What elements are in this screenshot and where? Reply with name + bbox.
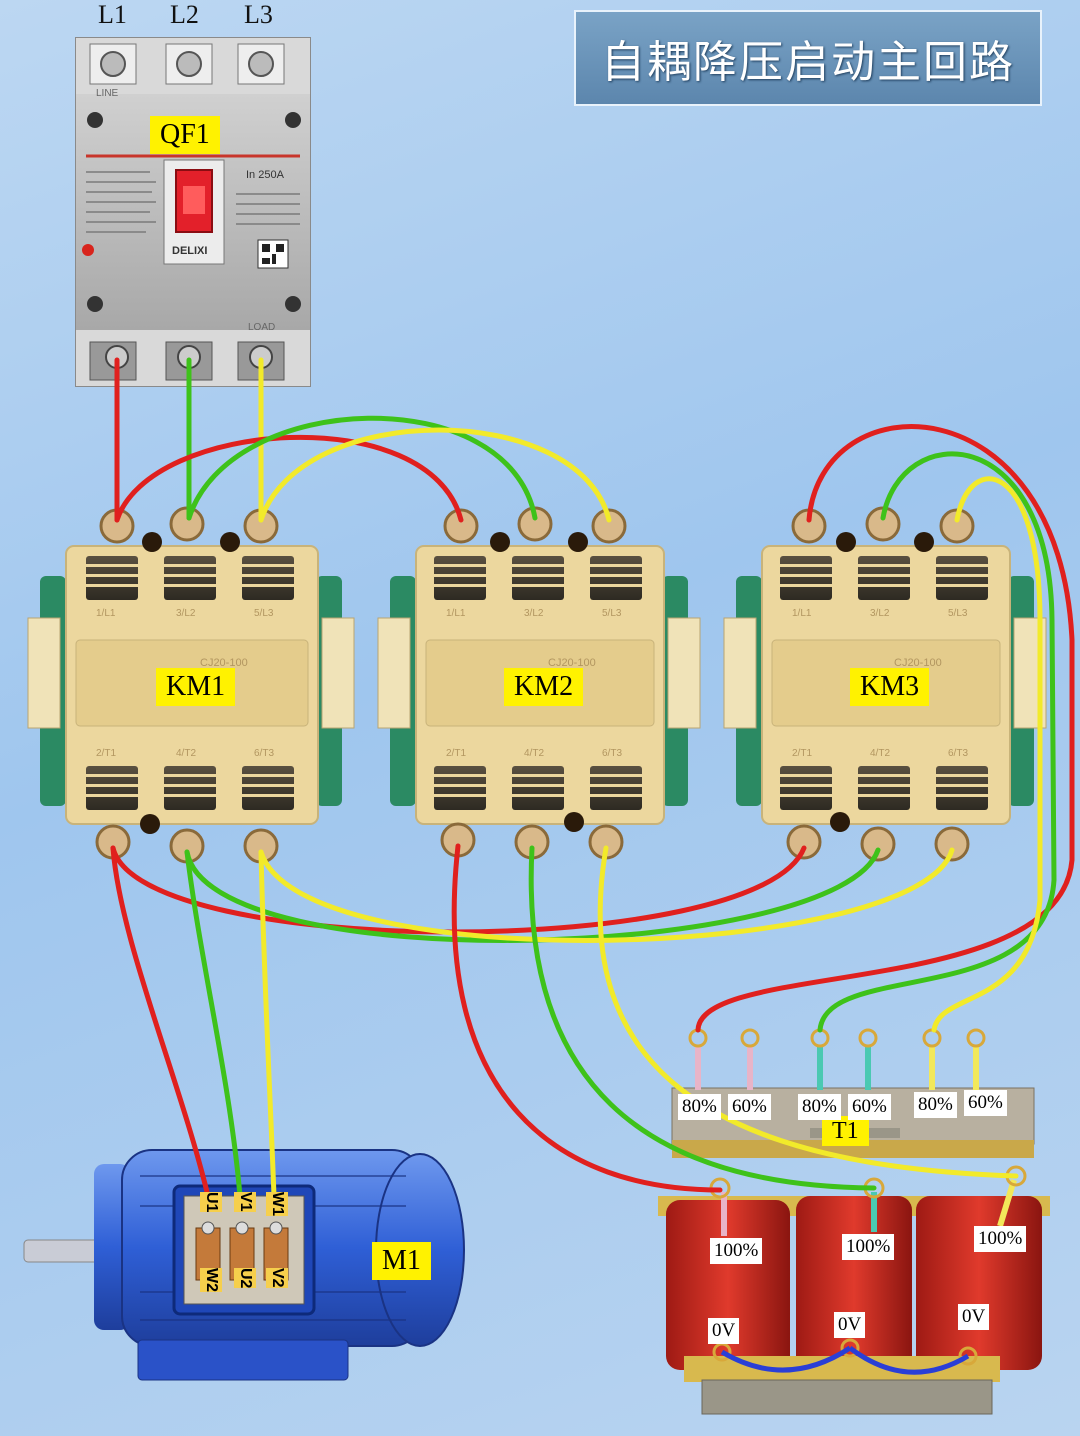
svg-text:2/T1: 2/T1 [446, 748, 466, 759]
motor-label: M1 [372, 1242, 431, 1280]
svg-text:3/L2: 3/L2 [870, 608, 890, 619]
contactor-label-km2: KM2 [504, 668, 584, 706]
contactor-km1: CJ20-100 [27, 506, 355, 864]
tap-label-5: 80% [914, 1092, 957, 1118]
km2-model: CJ20-100 [548, 657, 596, 669]
wires [110, 357, 1075, 1199]
line-label-l3: L3 [244, 0, 273, 29]
km1-model: CJ20-100 [200, 657, 248, 669]
svg-text:6/T3: 6/T3 [948, 748, 968, 759]
line-label-l2: L2 [170, 0, 199, 29]
wire-l2-km1-motor [184, 849, 243, 1199]
svg-text:3/L2: 3/L2 [524, 608, 544, 619]
wire-l3-km3-tap [931, 476, 1043, 1033]
wire-l3-km2-100 [597, 845, 1019, 1179]
contactor-label-km1: KM1 [156, 668, 236, 706]
breaker-line-text: LINE [96, 88, 119, 99]
motor-terminal-w1: W1 [266, 1192, 288, 1216]
wire-l1-km1-km2 [114, 434, 464, 523]
svg-text:6/T3: 6/T3 [254, 748, 274, 759]
page-title: 自耦降压启动主回路 [574, 10, 1042, 106]
line-label-l1: L1 [98, 0, 127, 29]
motor-terminal-u1: U1 [200, 1192, 222, 1213]
tap-label-2: 60% [728, 1094, 771, 1120]
svg-text:4/T2: 4/T2 [176, 748, 196, 759]
breaker-label: QF1 [150, 116, 220, 154]
tap-label-3: 80% [798, 1094, 841, 1120]
svg-text:2/T1: 2/T1 [96, 748, 116, 759]
svg-text:2/T1: 2/T1 [792, 748, 812, 759]
full-tap-label-3: 100% [974, 1226, 1027, 1252]
transformer-label: T1 [822, 1116, 869, 1146]
full-tap-label-2: 100% [842, 1234, 895, 1260]
svg-text:5/L3: 5/L3 [254, 608, 274, 619]
svg-text:4/T2: 4/T2 [870, 748, 890, 759]
wire-l3-km1-km3 [258, 847, 955, 943]
motor-terminal-v1: V1 [234, 1192, 256, 1212]
motor-terminal-w2: W2 [200, 1268, 222, 1292]
breaker-brand: DELIXI [172, 245, 207, 257]
breaker-load-text: LOAD [248, 322, 275, 333]
wire-l2-km1-km2 [186, 415, 538, 521]
km3-model: CJ20-100 [894, 657, 942, 669]
svg-text:1/L1: 1/L1 [792, 608, 812, 619]
tap-label-4: 60% [848, 1094, 891, 1120]
wire-l3-km1-motor [258, 849, 277, 1199]
contactor-terminal-marks: 1/L1 3/L2 5/L3 1/L1 3/L2 5/L3 1/L1 3/L2 5/L3 2… [96, 608, 968, 759]
wire-l1-km3-tap [695, 424, 1075, 1033]
motor-terminal-v2: V2 [266, 1268, 288, 1288]
wire-l2-km2-100 [528, 845, 877, 1191]
breaker-rating: In 250A [246, 169, 285, 181]
svg-text:4/T2: 4/T2 [524, 748, 544, 759]
svg-text:1/L1: 1/L1 [96, 608, 116, 619]
wire-l2-km3-tap [817, 451, 1057, 1033]
zero-label-3: 0V [958, 1304, 990, 1330]
zero-label-2: 0V [834, 1312, 866, 1338]
svg-text:3/L2: 3/L2 [176, 608, 196, 619]
full-tap-label-1: 100% [710, 1238, 763, 1264]
circuit-breaker-qf1: In 250A DELIXI LINE LOAD [75, 37, 311, 387]
zero-label-1: 0V [708, 1318, 740, 1344]
svg-text:5/L3: 5/L3 [602, 608, 622, 619]
contactor-label-km3: KM3 [850, 668, 930, 706]
wire-l1-km2-100 [451, 843, 723, 1193]
tap-label-6: 60% [964, 1090, 1007, 1116]
motor-terminal-u2: U2 [234, 1268, 256, 1289]
svg-text:1/L1: 1/L1 [446, 608, 466, 619]
tap-label-1: 80% [678, 1094, 721, 1120]
wire-l3-km1-km2 [258, 427, 612, 523]
wire-l1-km1-motor [110, 845, 211, 1199]
svg-text:6/T3: 6/T3 [602, 748, 622, 759]
autotransformer-t1 [658, 1028, 1050, 1415]
svg-text:5/L3: 5/L3 [948, 608, 968, 619]
